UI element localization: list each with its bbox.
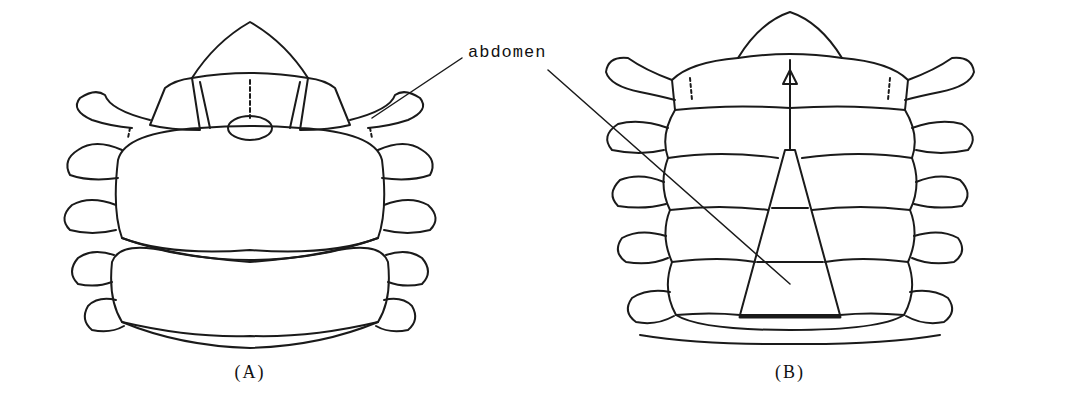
- figure-label: (B): [775, 363, 805, 383]
- leader-line: [548, 70, 790, 284]
- figure-label: (A): [235, 363, 266, 383]
- crab-b: [606, 12, 974, 344]
- leader-line: [372, 58, 462, 118]
- crab-a: [64, 22, 435, 348]
- part-label: abdomen: [468, 44, 546, 63]
